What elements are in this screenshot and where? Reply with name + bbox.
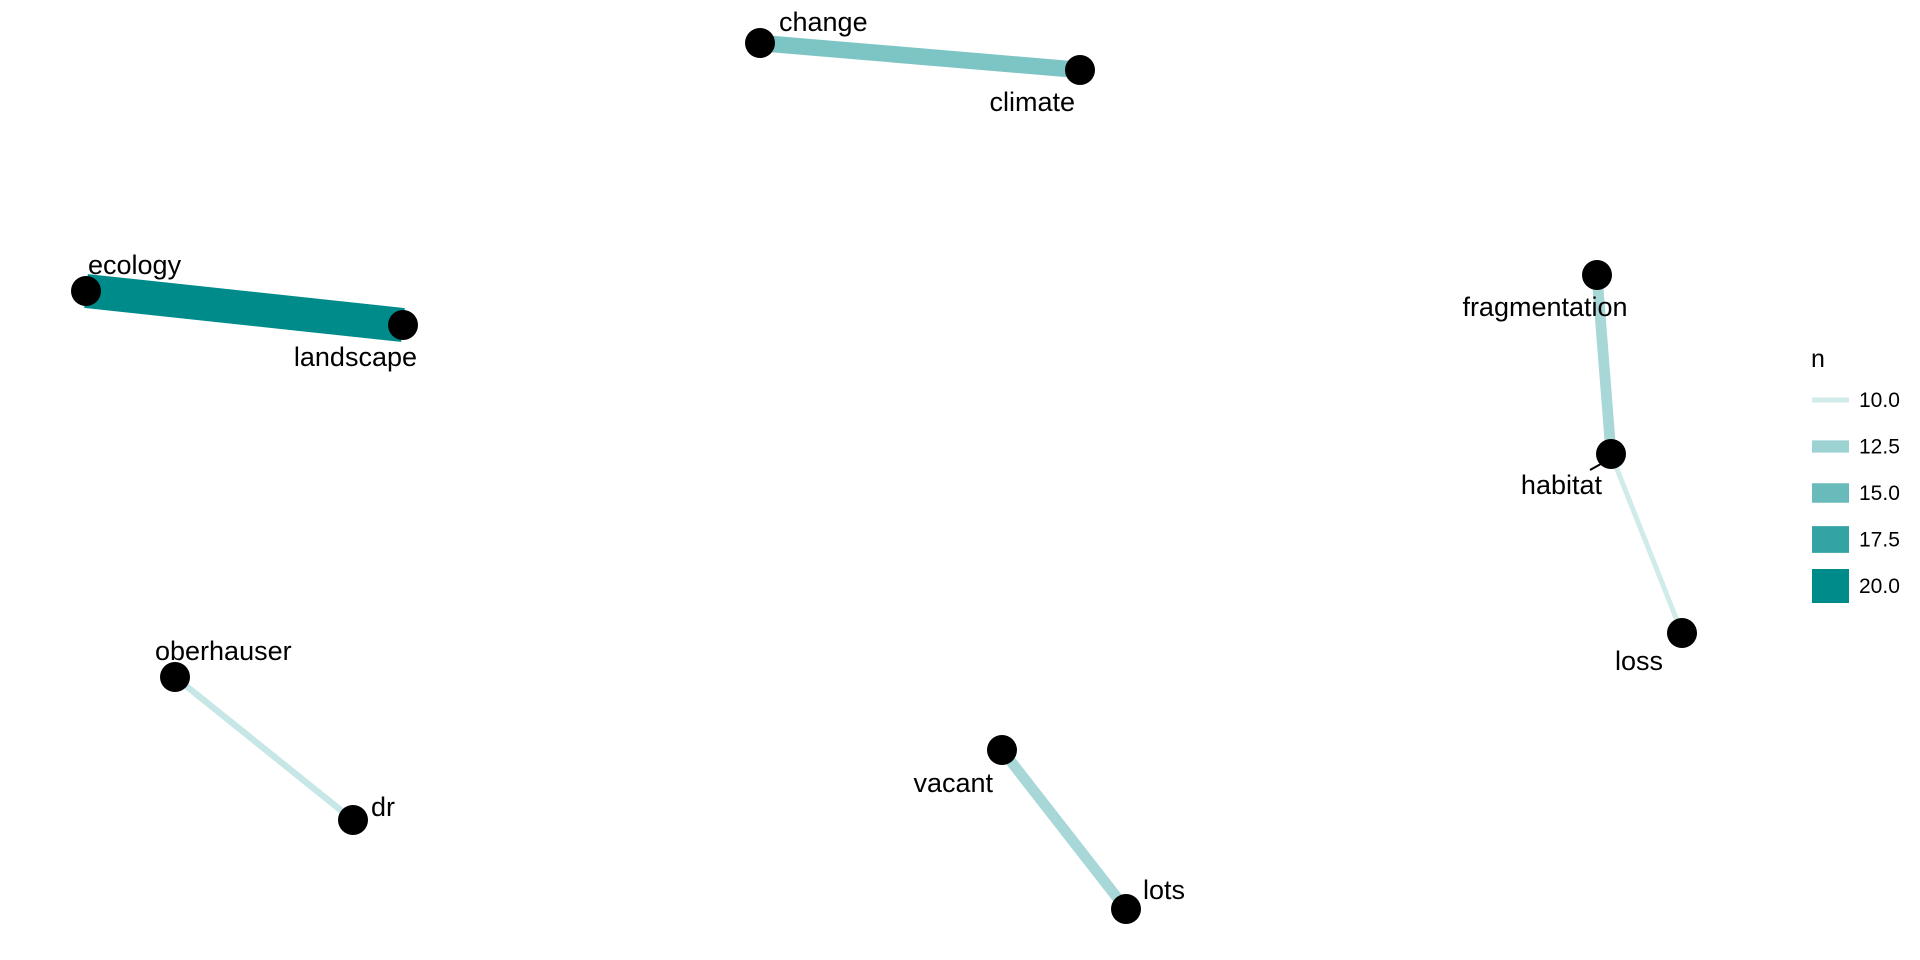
- node-ecology: [71, 276, 101, 306]
- node-label-change: change: [779, 7, 868, 37]
- node-label-habitat: habitat: [1521, 470, 1603, 500]
- edge-fragmentation-habitat: [1591, 274, 1617, 455]
- nodes-layer: [71, 28, 1697, 924]
- edges-layer: [84, 34, 1685, 913]
- node-oberhauser: [160, 662, 190, 692]
- node-label-loss: loss: [1615, 646, 1663, 676]
- node-dr: [338, 805, 368, 835]
- node-habitat: [1596, 439, 1626, 469]
- node-climate: [1065, 55, 1095, 85]
- edge-change-climate: [759, 34, 1081, 79]
- legend-label: 12.5: [1859, 436, 1900, 459]
- labels-layer: change climate ecology landscape fragmentati…: [88, 7, 1663, 905]
- node-lots: [1111, 894, 1141, 924]
- node-label-landscape: landscape: [294, 342, 417, 372]
- node-label-climate: climate: [989, 87, 1075, 117]
- node-label-lots: lots: [1143, 875, 1185, 905]
- legend: n 10.0 12.5 15.0 17.5 20.0: [1811, 345, 1900, 603]
- legend-label: 10.0: [1859, 389, 1900, 412]
- node-fragmentation: [1582, 260, 1612, 290]
- legend-label: 15.0: [1859, 482, 1900, 505]
- legend-title: n: [1811, 345, 1825, 373]
- node-label-vacant: vacant: [913, 768, 993, 798]
- node-landscape: [388, 310, 418, 340]
- legend-label: 20.0: [1859, 575, 1900, 598]
- legend-label: 17.5: [1859, 529, 1900, 552]
- node-label-oberhauser: oberhauser: [155, 636, 292, 666]
- edge-vacant-lots: [997, 746, 1131, 913]
- node-vacant: [987, 735, 1017, 765]
- edge-ecology-landscape: [84, 274, 405, 342]
- legend-items: 10.0 12.5 15.0 17.5 20.0: [1812, 389, 1900, 603]
- node-loss: [1667, 618, 1697, 648]
- node-label-ecology: ecology: [88, 250, 182, 280]
- edge-oberhauser-dr: [172, 674, 356, 823]
- node-change: [745, 28, 775, 58]
- edge-habitat-loss: [1608, 453, 1685, 634]
- node-label-dr: dr: [371, 792, 395, 822]
- node-label-fragmentation: fragmentation: [1462, 292, 1627, 322]
